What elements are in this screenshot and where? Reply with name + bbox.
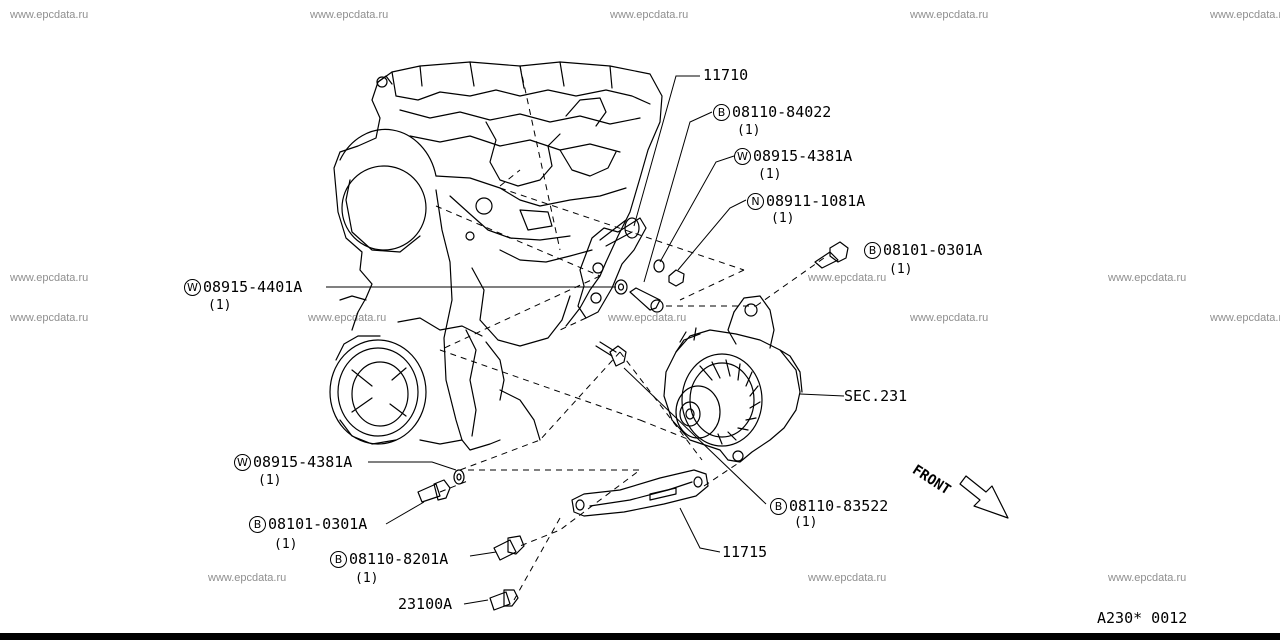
part-label-sec231: SEC.231 [844, 387, 908, 405]
watermark: www.epcdata.ru [910, 312, 989, 324]
watermark: www.epcdata.ru [608, 312, 687, 324]
washer-symbol-icon: W [734, 148, 751, 165]
watermark: www.epcdata.ru [910, 9, 989, 21]
washer-symbol-icon: W [184, 279, 201, 296]
part-qty: (1) [794, 515, 818, 530]
bolt-symbol-icon: B [330, 551, 347, 568]
front-arrow-icon [959, 475, 1009, 519]
watermark: www.epcdata.ru [10, 312, 89, 324]
nut-symbol-icon: N [747, 193, 764, 210]
watermark: www.epcdata.ru [1108, 272, 1187, 284]
part-qty: (1) [737, 123, 761, 138]
alternator-bracket-11710 [577, 217, 647, 319]
watermark: www.epcdata.ru [808, 272, 887, 284]
adjusting-bar-11715 [571, 469, 709, 517]
figure-code: A230* 0012 [1097, 609, 1188, 627]
watermark: www.epcdata.ru [10, 272, 89, 284]
part-qty: (1) [258, 473, 282, 488]
part-qty: (1) [355, 571, 379, 586]
part-qty: (1) [274, 537, 298, 552]
watermark: www.epcdata.ru [308, 312, 387, 324]
bolt-symbol-icon: B [770, 498, 787, 515]
part-qty: (1) [208, 298, 232, 313]
bolt-symbol-icon: B [864, 242, 881, 259]
watermark: www.epcdata.ru [610, 9, 689, 21]
watermark: www.epcdata.ru [808, 572, 887, 584]
watermark: www.epcdata.ru [208, 572, 287, 584]
part-label-23100a: 23100A [398, 595, 453, 613]
bolt-symbol-icon: B [713, 104, 730, 121]
watermark: www.epcdata.ru [310, 9, 389, 21]
bottom-border [0, 633, 1280, 640]
alternator [663, 295, 803, 463]
watermark: www.epcdata.ru [1210, 312, 1280, 324]
bolt-symbol-icon: B [249, 516, 266, 533]
watermark: www.epcdata.ru [1210, 9, 1280, 21]
fasteners [417, 241, 849, 611]
part-label-11710: 11710 [703, 66, 749, 84]
washer-symbol-icon: W [234, 454, 251, 471]
engine-block [329, 61, 663, 451]
part-qty: (1) [889, 262, 913, 277]
watermark: www.epcdata.ru [1108, 572, 1187, 584]
part-qty: (1) [758, 167, 782, 182]
part-qty: (1) [771, 211, 795, 226]
watermark: www.epcdata.ru [10, 9, 89, 21]
part-label-11715: 11715 [722, 543, 768, 561]
